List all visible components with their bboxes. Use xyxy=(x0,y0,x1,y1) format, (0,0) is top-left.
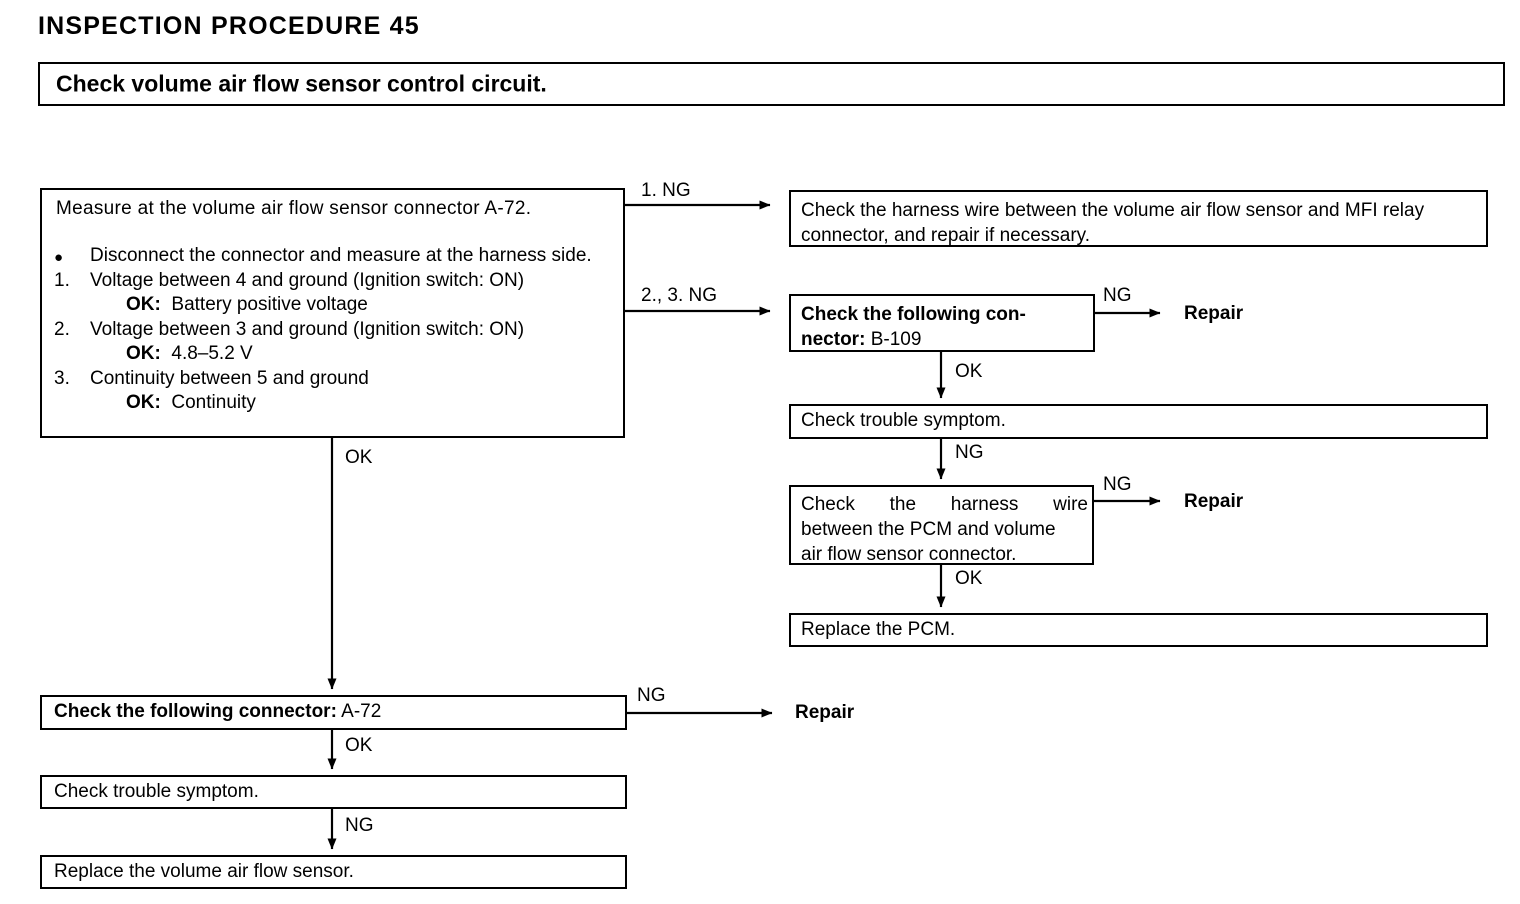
connector-a72-value: A-72 xyxy=(341,701,382,722)
edge-label-1-ng: 1. NG xyxy=(641,180,691,201)
harness-pcm-line1: Check the harness wire xyxy=(801,494,1088,515)
connector-b109-label-line2: nector: xyxy=(801,329,866,350)
edge-label-a72-ng: NG xyxy=(637,685,666,706)
bullet-icon: ● xyxy=(54,249,64,266)
edge-label-a72-ok: OK xyxy=(345,735,373,756)
harness-pcm-line3: air flow sensor connector. xyxy=(801,544,1017,565)
connector-a72-text: Check the following connector: A-72 xyxy=(54,701,381,723)
measure-item-2-ok-label: OK: xyxy=(126,343,161,364)
edge-label-main-ok: OK xyxy=(345,447,373,468)
measure-item-3-ok-value: Continuity xyxy=(171,392,256,413)
trouble-symptom-right-text: Check trouble symptom. xyxy=(801,410,1006,431)
harness-pcm-line2: between the PCM and volume xyxy=(801,519,1056,540)
edge-label-23-ng: 2., 3. NG xyxy=(641,285,718,306)
replace-vafs-box: Replace the volume air flow sensor. xyxy=(40,855,627,889)
measure-box-list: ● Disconnect the connector and measure a… xyxy=(54,244,614,416)
edge-label-harness-pcm-ng: NG xyxy=(1103,474,1132,495)
measure-item-3-ok-label: OK: xyxy=(126,392,161,413)
repair-terminal-harness-pcm: Repair xyxy=(1184,491,1244,512)
connector-b109-text: Check the following con- nector: B-109 xyxy=(801,302,1089,352)
measure-item-1-text: Voltage between 4 and ground (Ignition s… xyxy=(90,269,525,291)
measure-item-3-marker: 3. xyxy=(54,367,70,389)
harness-mfi-box: Check the harness wire between the volum… xyxy=(789,190,1488,247)
measure-item-2-ok: OK: 4.8–5.2 V xyxy=(90,342,614,367)
connector-a72-box: Check the following connector: A-72 xyxy=(40,695,627,730)
repair-terminal-a72: Repair xyxy=(795,702,855,723)
measure-item-1: 1. Voltage between 4 and ground (Ignitio… xyxy=(54,269,614,318)
connector-b109-box: Check the following con- nector: B-109 xyxy=(789,294,1095,352)
measure-item-1-ok-value: Battery positive voltage xyxy=(171,294,368,315)
replace-pcm-text: Replace the PCM. xyxy=(801,619,956,640)
measure-item-2: 2. Voltage between 3 and ground (Ignitio… xyxy=(54,318,614,367)
connector-b109-value: B-109 xyxy=(870,329,922,350)
edge-label-trouble-left-ng: NG xyxy=(345,815,374,836)
trouble-symptom-right-box: Check trouble symptom. xyxy=(789,404,1488,439)
measure-item-3-ok: OK: Continuity xyxy=(90,391,614,416)
trouble-symptom-left-text: Check trouble symptom. xyxy=(54,781,259,802)
measure-item-1-ok-label: OK: xyxy=(126,294,161,315)
measure-item-1-marker: 1. xyxy=(54,269,70,291)
harness-pcm-box: Check the harness wire between the PCM a… xyxy=(789,485,1094,565)
measure-box-heading: Measure at the volume air flow sensor co… xyxy=(56,198,532,219)
measure-item-3-text: Continuity between 5 and ground xyxy=(90,367,369,389)
measure-box: Measure at the volume air flow sensor co… xyxy=(40,188,625,438)
measure-item-2-text: Voltage between 3 and ground (Ignition s… xyxy=(90,318,525,340)
measure-item-2-marker: 2. xyxy=(54,318,70,340)
edge-label-harness-pcm-ok: OK xyxy=(955,568,983,589)
edge-label-b109-ok: OK xyxy=(955,361,983,382)
edge-label-trouble-right-ng: NG xyxy=(955,442,984,463)
harness-mfi-text: Check the harness wire between the volum… xyxy=(801,200,1425,246)
measure-item-2-ok-value: 4.8–5.2 V xyxy=(171,343,253,364)
replace-pcm-box: Replace the PCM. xyxy=(789,613,1488,647)
procedure-header-text: Check volume air flow sensor control cir… xyxy=(56,70,547,97)
repair-terminal-b109: Repair xyxy=(1184,303,1244,324)
measure-item-1-ok: OK: Battery positive voltage xyxy=(90,293,614,318)
page-title: INSPECTION PROCEDURE 45 xyxy=(38,12,420,40)
measure-item-text: Disconnect the connector and measure at … xyxy=(90,245,592,266)
measure-item-3: 3. Continuity between 5 and ground OK: C… xyxy=(54,367,614,416)
trouble-symptom-left-box: Check trouble symptom. xyxy=(40,775,627,809)
replace-vafs-text: Replace the volume air flow sensor. xyxy=(54,861,354,882)
procedure-header-box: Check volume air flow sensor control cir… xyxy=(38,62,1505,106)
connector-b109-label-line1: Check the following con- xyxy=(801,304,1026,325)
measure-item-bullet: ● Disconnect the connector and measure a… xyxy=(54,244,614,269)
harness-pcm-text: Check the harness wire between the PCM a… xyxy=(801,492,1088,567)
connector-a72-label: Check the following connector: xyxy=(54,701,337,722)
edge-label-b109-ng: NG xyxy=(1103,285,1132,306)
